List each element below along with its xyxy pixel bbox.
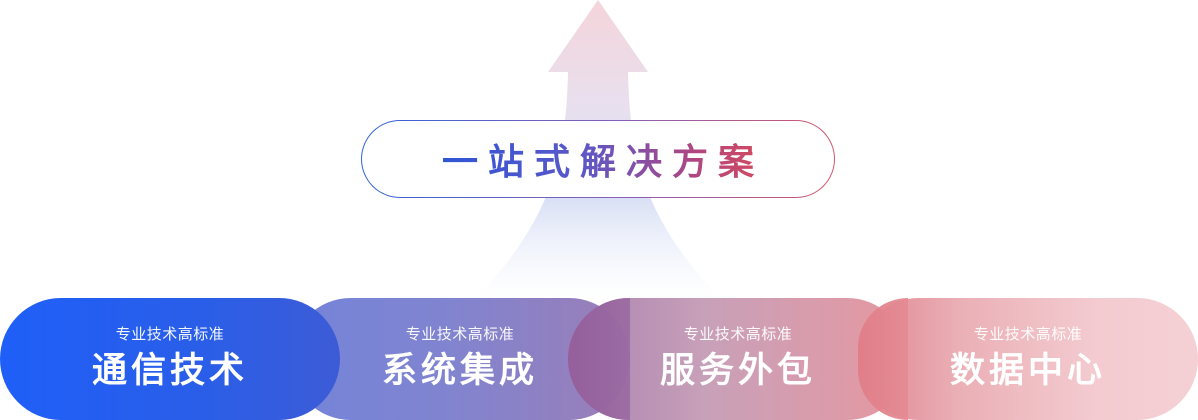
- card-data-center[interactable]: 专业技术高标准 数据中心: [858, 298, 1198, 420]
- card-title: 系统集成: [381, 351, 538, 391]
- card-subtitle: 专业技术高标准: [115, 325, 225, 343]
- hero-title-pill: 一站式解决方案: [361, 120, 835, 198]
- card-subtitle: 专业技术高标准: [973, 325, 1083, 343]
- card-subtitle: 专业技术高标准: [683, 325, 793, 343]
- card-title: 通信技术: [91, 351, 248, 391]
- card-title: 数据中心: [949, 351, 1106, 391]
- hero-title: 一站式解决方案: [432, 133, 764, 185]
- card-communication-tech[interactable]: 专业技术高标准 通信技术: [0, 298, 340, 420]
- card-subtitle: 专业技术高标准: [405, 325, 515, 343]
- card-system-integration[interactable]: 专业技术高标准 系统集成: [290, 298, 630, 420]
- card-title: 服务外包: [659, 351, 816, 391]
